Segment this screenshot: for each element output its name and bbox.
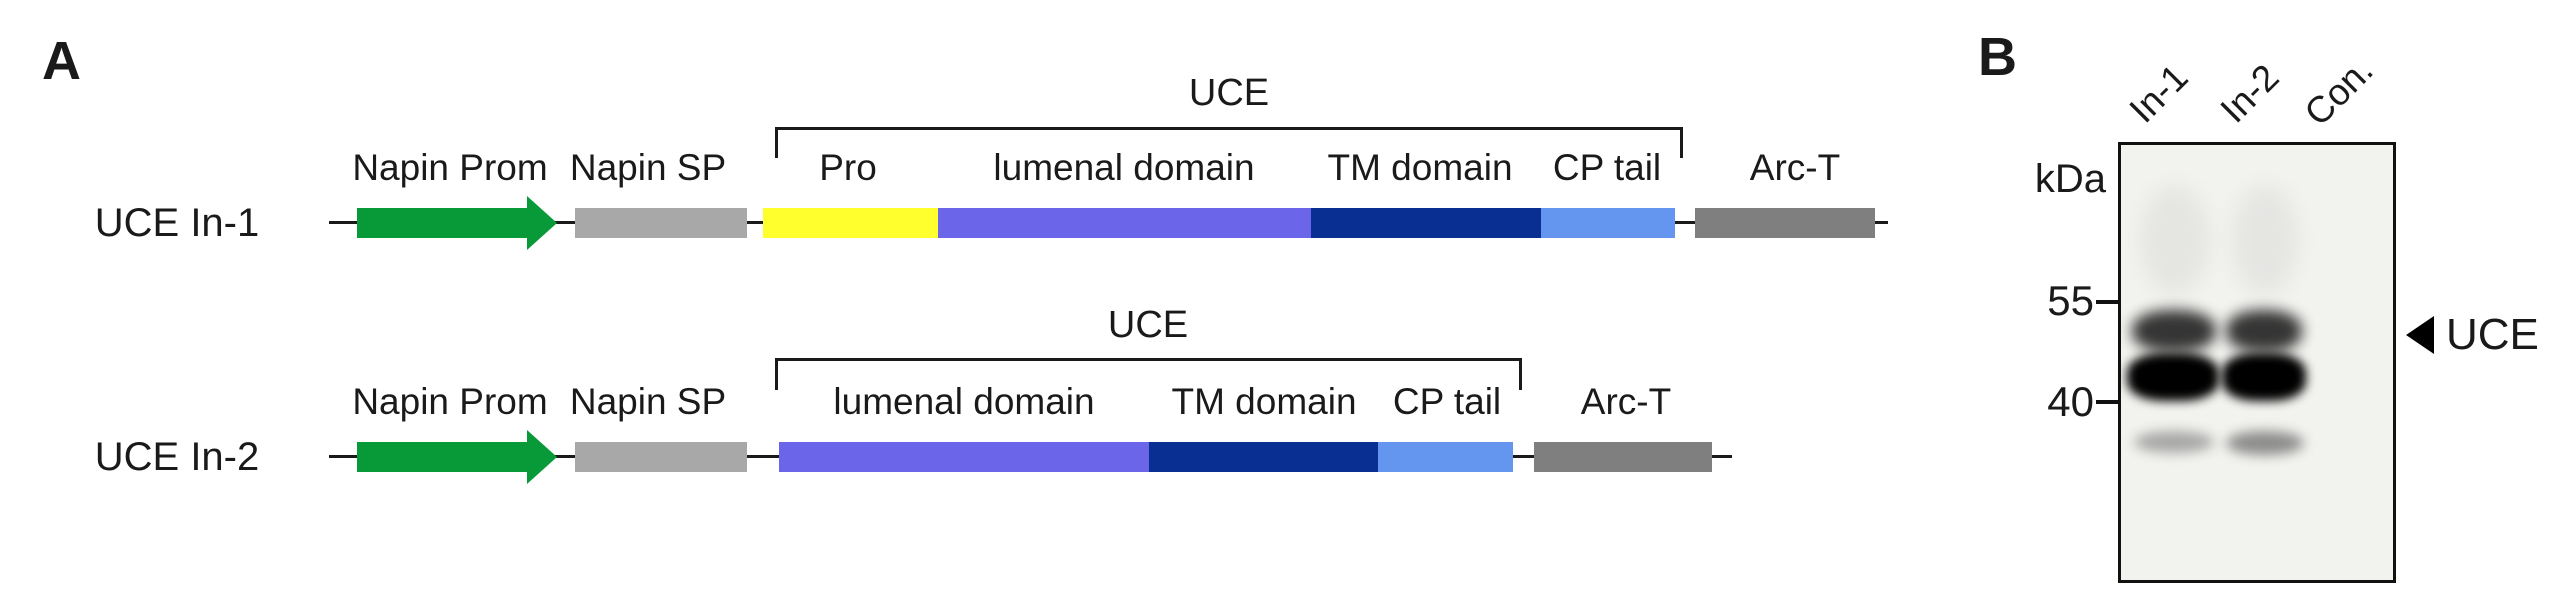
- blot-lane2-background-smear: [2232, 185, 2298, 295]
- blot-marker-40: 40: [2047, 378, 2094, 425]
- construct-2-lumenal-domain-label: lumenal domain: [833, 381, 1095, 422]
- blot-lane2-faint-band: [2226, 431, 2304, 455]
- construct-1-tm-domain-box: [1311, 208, 1541, 238]
- panel-a-label: A: [42, 31, 81, 91]
- construct-1-tm-domain-label: TM domain: [1327, 147, 1513, 188]
- blot-marker-40-tick: [2096, 400, 2118, 404]
- construct-2-name: UCE In-2: [94, 435, 260, 479]
- blot-lane2-main-band: [2222, 353, 2306, 401]
- construct-2-napin-sp-label: Napin SP: [569, 381, 727, 422]
- construct-1-name: UCE In-1: [94, 201, 260, 245]
- blot-lane1-upper-band: [2132, 310, 2216, 352]
- construct-2-cp-tail-box: [1378, 442, 1513, 472]
- construct-1-napin-prom-arrow-body: [357, 208, 527, 238]
- construct-1-napin-prom-arrowhead-icon: [527, 196, 557, 250]
- construct-1-cp-tail-box: [1541, 208, 1675, 238]
- construct-1-uce-bracket: [775, 127, 1683, 158]
- construct-2-napin-prom-arrow-body: [357, 442, 527, 472]
- blot-lane-label-in1: In-1: [2121, 56, 2196, 131]
- construct-1-lumenal-domain-label: lumenal domain: [993, 147, 1255, 188]
- blot-lane-label-in2: In-2: [2212, 56, 2287, 131]
- construct-2-uce-bracket-title: UCE: [1107, 304, 1189, 346]
- construct-2-napin-prom-label: Napin Prom: [352, 381, 548, 422]
- blot-lane-label-con: Con.: [2296, 49, 2381, 134]
- blot-lane1-faint-band: [2134, 431, 2214, 453]
- uce-band-arrowhead-icon: [2406, 316, 2434, 354]
- construct-2-napin-sp-box: [575, 442, 747, 472]
- construct-1-arct-box: [1695, 208, 1875, 238]
- construct-1-napin-sp-label: Napin SP: [569, 147, 727, 188]
- construct-1-pro-label: Pro: [819, 147, 877, 188]
- blot-lane2-upper-band: [2226, 310, 2302, 352]
- construct-2-uce-bracket: [775, 358, 1522, 390]
- panel-b-label: B: [1978, 27, 2017, 87]
- construct-1-uce-bracket-title: UCE: [1188, 72, 1270, 114]
- construct-2-tm-domain-box: [1149, 442, 1378, 472]
- blot-lane1-background-smear: [2140, 185, 2210, 295]
- uce-band-annotation: UCE: [2446, 310, 2539, 359]
- blot-kda-label: kDa: [2034, 157, 2106, 201]
- construct-2-napin-prom-arrowhead-icon: [527, 430, 557, 484]
- construct-1-pro-box: [763, 208, 938, 238]
- construct-1-lumenal-domain-box: [938, 208, 1311, 238]
- construct-2-lumenal-domain-box: [779, 442, 1149, 472]
- construct-2-arct-box: [1534, 442, 1712, 472]
- construct-1-napin-prom-label: Napin Prom: [352, 147, 548, 188]
- construct-2-arct-label: Arc-T: [1580, 381, 1672, 422]
- construct-2-tm-domain-label: TM domain: [1171, 381, 1357, 422]
- construct-1-cp-tail-label: CP tail: [1552, 147, 1662, 188]
- construct-1-arct-label: Arc-T: [1749, 147, 1841, 188]
- blot-marker-55-tick: [2096, 300, 2118, 304]
- construct-1-napin-sp-box: [575, 208, 747, 238]
- blot-marker-55: 55: [2047, 277, 2094, 324]
- blot-lane1-main-band: [2127, 353, 2219, 401]
- construct-2-cp-tail-label: CP tail: [1392, 381, 1502, 422]
